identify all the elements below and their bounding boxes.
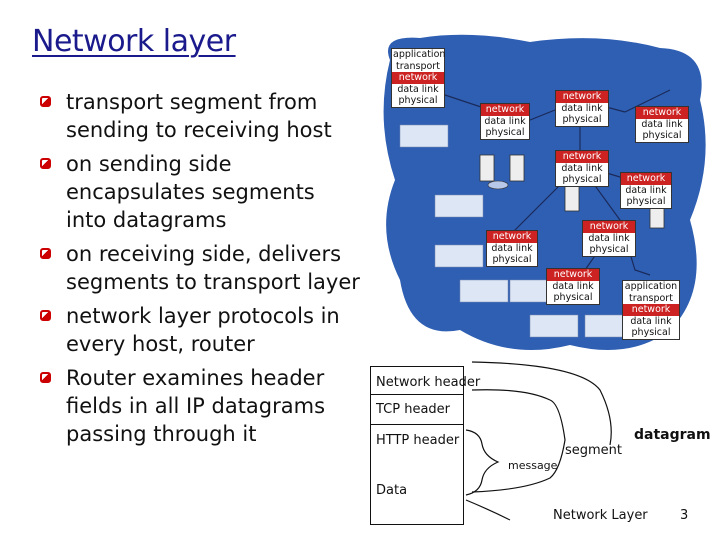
checkbox-bullet-icon (40, 372, 51, 383)
router-protocol-stack: network data link physical (555, 150, 609, 187)
layer-physical: physical (485, 127, 525, 138)
layer-network: network (621, 173, 671, 185)
segment-label: segment (565, 443, 623, 458)
layer-network: network (636, 107, 688, 119)
bullet-item: Router examines header fields in all IP … (40, 364, 360, 448)
layer-network: network (556, 91, 608, 103)
layer-physical: physical (626, 196, 666, 207)
host-computer-icons (479, 154, 665, 229)
layer-application: application (393, 49, 446, 60)
checkbox-bullet-icon (40, 248, 51, 259)
datagram-brace (471, 361, 612, 446)
layer-network: network (392, 72, 444, 84)
bullet-text: transport segment from sending to receiv… (66, 90, 332, 142)
layer-physical: physical (642, 130, 682, 141)
host-protocol-stack-source: application transport network data link … (391, 48, 445, 108)
layer-data-link: data link (552, 280, 594, 292)
layer-application: application (624, 281, 678, 292)
layer-physical: physical (398, 95, 438, 106)
bullet-list: transport segment from sending to receiv… (40, 88, 360, 454)
layer-network: network (583, 221, 635, 233)
layer-data-link: data link (630, 315, 672, 327)
layer-physical: physical (589, 244, 629, 255)
router-protocol-stack: network data link physical (486, 230, 538, 267)
checkbox-bullet-icon (40, 158, 51, 169)
segment-brace (471, 389, 566, 493)
braces-diagram (465, 361, 612, 521)
router-protocol-stack: network data link physical (555, 90, 609, 127)
network-cloud (383, 34, 706, 351)
router-protocol-stack: network data link physical (620, 172, 672, 209)
layer-data-link: data link (484, 115, 526, 127)
bullet-item: network layer protocols in every host, r… (40, 302, 360, 358)
message-label: message (508, 459, 558, 472)
layer-network: network (481, 104, 529, 116)
bullet-item: on receiving side, delivers segments to … (40, 240, 360, 296)
field-divider (371, 424, 463, 425)
bullet-item: on sending side encapsulates segments in… (40, 150, 360, 234)
layer-data-link: data link (641, 118, 683, 130)
footer-title: Network Layer (553, 508, 648, 523)
layer-network: network (556, 151, 608, 163)
layer-physical: physical (562, 174, 602, 185)
layer-network: network (547, 269, 599, 281)
layer-physical: physical (553, 292, 593, 303)
bullet-item: transport segment from sending to receiv… (40, 88, 360, 144)
bullet-text: network layer protocols in every host, r… (66, 304, 340, 356)
router-protocol-stack: network data link physical (582, 220, 636, 257)
router-protocol-stack: network data link physical (480, 103, 530, 140)
network-header-field: Network header (376, 375, 481, 390)
layer-data-link: data link (397, 83, 439, 95)
bullet-text: on receiving side, delivers segments to … (66, 242, 360, 294)
checkbox-bullet-icon (40, 96, 51, 107)
slide-title: Network layer (32, 24, 236, 59)
layer-network: network (623, 304, 679, 316)
datagram-label: datagram (634, 427, 711, 443)
bullet-text: Router examines header fields in all IP … (66, 366, 326, 446)
router-protocol-stack: network data link physical (635, 106, 689, 143)
bullet-text: on sending side encapsulates segments in… (66, 152, 315, 232)
router-protocol-stack: network data link physical (546, 268, 600, 305)
checkbox-bullet-icon (40, 310, 51, 321)
http-header-field: HTTP header (376, 433, 460, 448)
layer-transport: transport (396, 60, 440, 72)
layer-data-link: data link (561, 162, 603, 174)
layer-data-link: data link (561, 102, 603, 114)
message-brace (465, 429, 500, 496)
layer-network: network (487, 231, 537, 243)
layer-physical: physical (492, 254, 532, 265)
host-protocol-stack-destination: application transport network data link … (622, 280, 680, 340)
layer-data-link: data link (588, 232, 630, 244)
layer-data-link: data link (625, 184, 667, 196)
datagram-structure: Network header TCP header HTTP header Da… (370, 366, 480, 525)
layer-physical: physical (631, 327, 671, 338)
layer-transport: transport (629, 292, 673, 304)
tcp-header-field: TCP header (376, 402, 451, 417)
layer-physical: physical (562, 114, 602, 125)
field-divider (371, 394, 463, 395)
footer-brace (465, 499, 511, 521)
layer-data-link: data link (491, 242, 533, 254)
page-number: 3 (680, 508, 689, 523)
data-field: Data (376, 483, 408, 498)
